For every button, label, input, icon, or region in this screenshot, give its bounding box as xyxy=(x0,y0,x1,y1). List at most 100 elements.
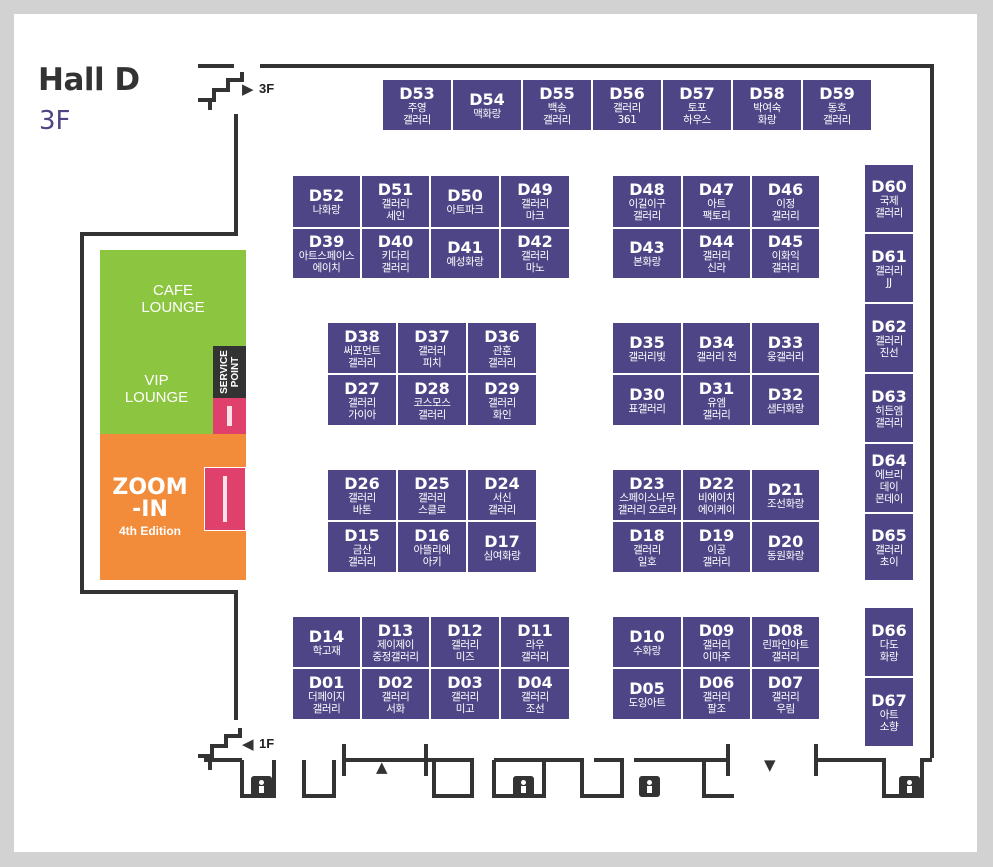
floor-link-up[interactable]: 3F xyxy=(259,81,275,96)
booth-gallery-name: 히든엠 갤러리 xyxy=(875,404,903,429)
booth-gallery-name: 갤러리 팔조 xyxy=(702,690,731,715)
booth-code: D34 xyxy=(698,332,735,352)
service-point[interactable]: SERVICE POINT xyxy=(213,346,246,398)
vip-lounge[interactable]: VIP LOUNGE xyxy=(100,346,213,434)
booth-code: D19 xyxy=(698,525,735,545)
booth-code: D37 xyxy=(414,326,450,346)
booth-gallery-name: 주영 갤러리 xyxy=(403,101,431,126)
booth-gallery-name: 수화랑 xyxy=(633,644,661,657)
vip-lounge-label: VIP LOUNGE xyxy=(124,372,189,406)
booth-code: D23 xyxy=(629,473,665,493)
zoom-in-area[interactable]: ZOOM -IN 4th Edition xyxy=(100,434,246,580)
booth-gallery-name: 갤러리 미고 xyxy=(451,690,479,715)
booth-code: D09 xyxy=(698,620,735,640)
booth-code: D22 xyxy=(698,473,735,493)
cafe-lounge-label: CAFE LOUNGE xyxy=(141,282,205,316)
booth-code: D02 xyxy=(377,672,414,692)
booth-gallery-name: 에브리 데이 몬데이 xyxy=(875,468,903,505)
booth-code: D18 xyxy=(629,525,665,545)
booth-gallery-name: 박여숙 화랑 xyxy=(753,101,781,126)
booth-code: D01 xyxy=(308,672,345,692)
booth-gallery-name: 표갤러리 xyxy=(628,402,666,415)
booth-gallery-name: 이화익 갤러리 xyxy=(771,250,800,274)
booth-code: D03 xyxy=(447,672,483,692)
booth-gallery-name: 제이제이 중정갤러리 xyxy=(372,638,419,663)
floor-link-down[interactable]: 1F xyxy=(259,736,275,751)
booth-gallery-name: 아트 소향 xyxy=(879,708,899,733)
cafe-lounge[interactable]: CAFE LOUNGE xyxy=(100,250,246,346)
booth-code: D15 xyxy=(344,525,380,545)
zoom-in-edition: 4th Edition xyxy=(119,524,181,538)
booth-gallery-name: 갤러리 이마주 xyxy=(702,638,731,663)
booth-gallery-name: 국제 갤러리 xyxy=(875,195,903,219)
